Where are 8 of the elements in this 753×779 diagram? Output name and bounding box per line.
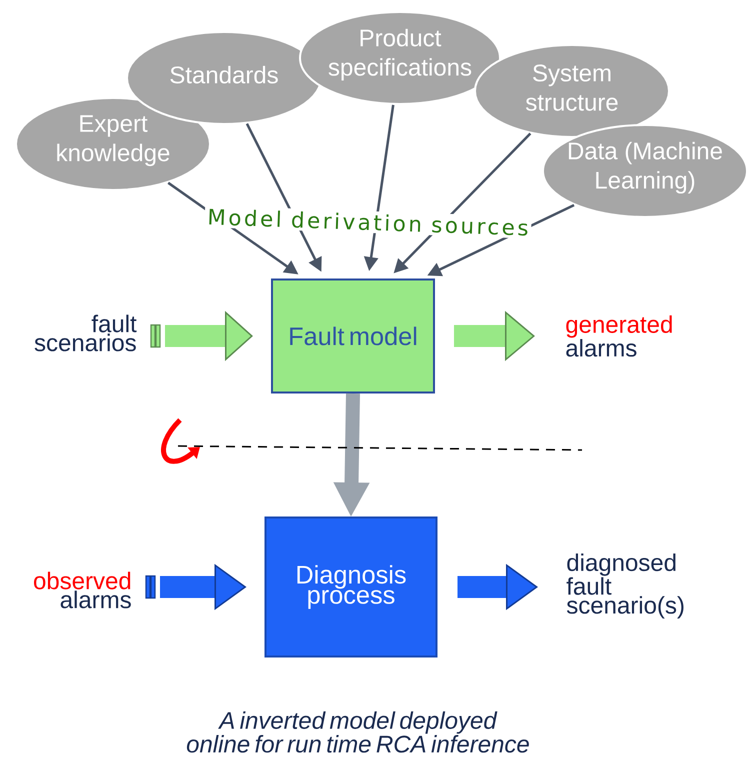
caption: A inverted model deployed online for run time RCA inference — [186, 711, 529, 753]
output-text: generated alarms — [566, 315, 672, 357]
section-label: Model derivation sources — [204, 205, 532, 239]
output-text: diagnosed fault scenario(s) — [566, 554, 684, 619]
model-box: Fault model — [271, 278, 435, 394]
input-text: observed alarms — [34, 572, 131, 608]
input-text: fault scenarios — [34, 314, 137, 352]
process-box: Diagnosis process — [264, 516, 438, 658]
